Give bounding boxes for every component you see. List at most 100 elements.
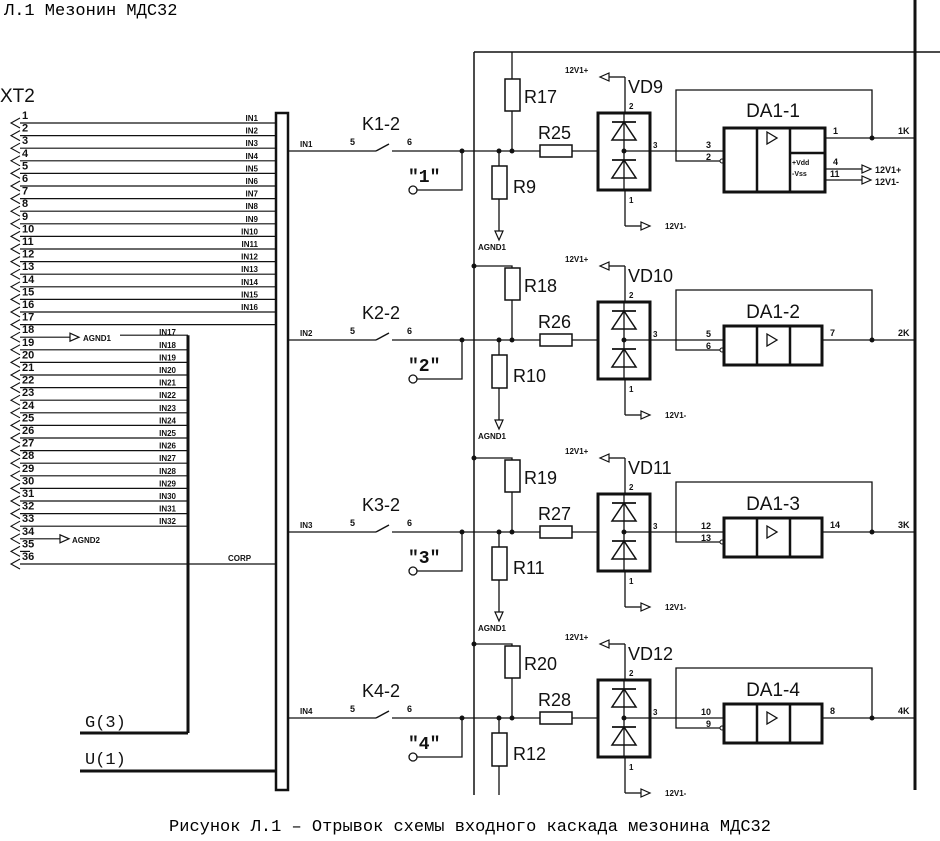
ground-arrow-icon [59,533,71,544]
test-point-wire [417,532,463,572]
relay-pin: 5 [350,518,355,528]
test-point-wire [417,718,463,758]
relay-contact [375,143,390,152]
resistor-label: R10 [513,366,546,386]
net-label: IN11 [242,240,259,249]
pin-chevron-icon [9,142,21,154]
pin-number: 18 [22,324,34,336]
test-point-icon [408,566,418,576]
net-label: IN6 [246,177,259,186]
ground-arrow-icon [494,611,504,623]
pin-number: 8 [22,198,28,210]
pin-number: 5 [22,160,28,172]
pin-number: 2 [22,123,28,135]
resistor-label: R17 [524,87,557,107]
pin-number: 16 [22,299,34,311]
pin-number: 12 [22,249,34,261]
resistor-series [539,525,573,539]
diode-pin: 2 [629,102,634,111]
net-label: IN17 [159,328,176,337]
amp-label: DA1-1 [746,101,800,122]
resistor-pullup [504,645,521,679]
junction-dot [869,529,875,535]
op-amp [722,516,824,559]
diode-label: VD9 [628,77,663,97]
diode-pin: 1 [629,763,634,772]
output-label: 4K [898,706,910,716]
ground-label: AGND1 [478,624,507,633]
pin-number: 27 [22,438,34,450]
pin-chevron-icon [9,319,21,331]
op-amp [722,324,824,367]
pin-number: 35 [22,538,34,550]
net-label: IN8 [246,202,259,211]
resistor-pulldown [491,165,508,200]
supply-label: 12V1+ [565,255,589,264]
resistor-series [539,333,573,347]
pin-chevron-icon [9,419,21,431]
net-label: IN25 [159,429,176,438]
pin-chevron-icon [9,482,21,494]
supply-label: 12V1+ [565,66,589,75]
net-label: IN1 [246,114,259,123]
net-label: IN9 [246,215,259,224]
supply-label: 12V1- [875,177,899,187]
pin-number: 15 [22,286,34,298]
resistor-series [539,144,573,158]
supply-arrow-icon [640,221,652,231]
diode-pin: 2 [629,483,634,492]
relay-pin: 6 [407,518,412,528]
net-label: IN2 [246,127,259,136]
amp-label: DA1-4 [746,680,800,701]
relay-label: K1-2 [362,114,400,134]
resistor-pullup [504,459,521,493]
test-point-icon [408,374,418,384]
pin-number: 3 [22,135,28,147]
ground-label: AGND1 [478,243,507,252]
pin-chevron-icon [9,193,21,205]
ground-label: AGND1 [478,432,507,441]
relay-pin: 6 [407,326,412,336]
pin-chevron-icon [9,457,21,469]
resistor-pulldown [491,732,508,767]
amp-pin: 11 [830,169,840,179]
resistor-label: R11 [513,558,545,578]
pin-chevron-icon [9,495,21,507]
junction-dot [869,715,875,721]
net-label: IN18 [159,341,176,350]
pin-number: 22 [22,375,34,387]
diode-pin: 1 [629,196,634,205]
op-amp [722,702,824,745]
feedback-wire [675,289,873,351]
pin-chevron-icon [9,382,21,394]
pin-chevron-icon [9,331,21,343]
pin-chevron-icon [9,155,21,167]
supply-arrow-icon [640,602,652,612]
pin-number: 26 [22,425,34,437]
junction-dot [869,337,875,343]
power-pin-label: -Vss [792,171,807,178]
figure-caption: Рисунок Л.1 – Отрывок схемы входного кас… [169,818,771,837]
pin-chevron-icon [9,293,21,305]
supply-label: 12V1- [665,411,687,420]
diode-pin: 3 [653,522,658,531]
amp-pin: 8 [830,706,835,716]
group-label-g: G(3) [85,714,126,733]
resistor-label: R20 [524,654,557,674]
feedback-wire [675,481,873,543]
pin-number: 23 [22,387,34,399]
net-label: IN19 [159,353,176,362]
pin-chevron-icon [9,281,21,293]
pin-number: 33 [22,513,34,525]
diode-pin: 2 [629,669,634,678]
pin-number: 24 [22,400,35,412]
resistor-pulldown [491,546,508,581]
relay-pin: 5 [350,326,355,336]
ground-arrow-icon [69,332,81,343]
supply-arrow-icon [598,261,610,271]
diode-pin: 2 [629,291,634,300]
pin-chevron-icon [9,369,21,381]
diode-pin: 3 [653,330,658,339]
net-label: IN3 [246,139,259,148]
